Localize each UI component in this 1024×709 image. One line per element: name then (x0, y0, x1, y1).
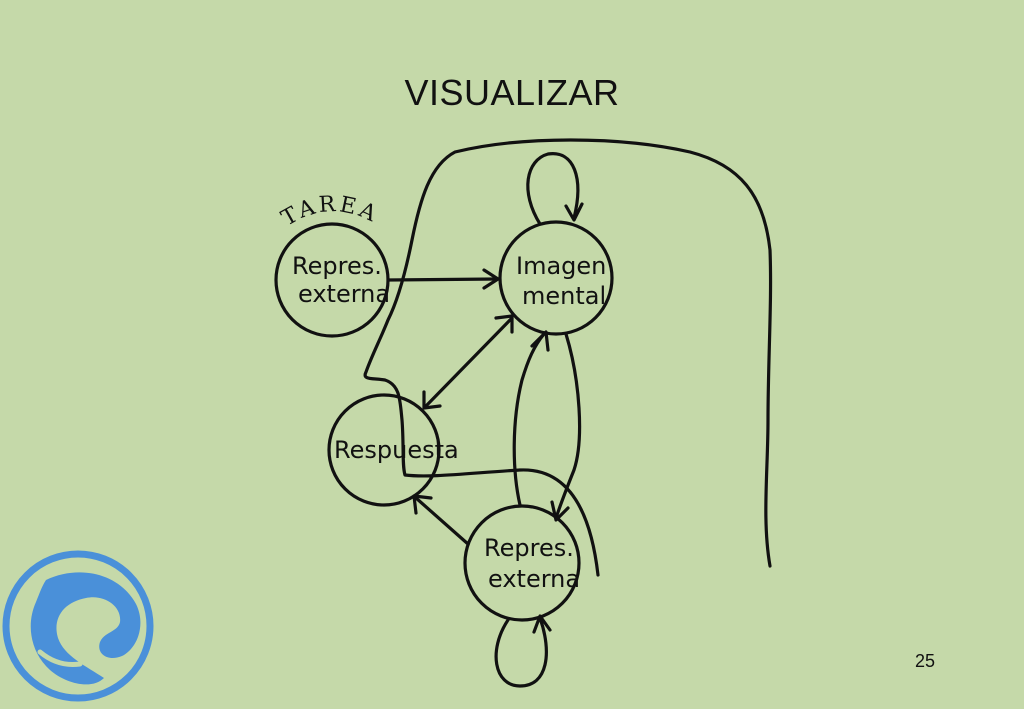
node-circle-mental-image (498, 220, 614, 336)
self-loop-mental-image (526, 152, 580, 226)
node-label-external-rep-bottom-line2: externa (488, 565, 580, 593)
arrow-external-bottom-to-response (414, 496, 470, 546)
logo-ring-icon (2, 550, 154, 702)
arrowhead-to-external-bottom (550, 500, 570, 522)
node-circle-external-rep-bottom (463, 504, 581, 622)
arrowhead-toward-mental (494, 314, 514, 334)
page-number: 25 (914, 651, 936, 671)
logo-inner-swirl-icon (70, 615, 103, 648)
node-label-external-rep-top-line2: externa (298, 280, 390, 308)
node-label-external-rep-bottom-line1: Repres. (484, 534, 574, 562)
circular-swirl-logo-icon (30, 572, 141, 685)
arrowhead-toward-response (422, 390, 442, 410)
arrow-mental-to-external-bottom (554, 332, 582, 520)
arrow-external-bottom-to-mental (512, 332, 546, 507)
organization-logo (2, 550, 154, 702)
slide-title: VISUALIZAR (404, 72, 620, 113)
arrow-mental-response (424, 316, 514, 408)
arrowhead-to-mental (530, 330, 550, 352)
node-label-mental-image-line1: Imagen (516, 252, 606, 280)
node-label-mental-image-line2: mental (522, 282, 606, 310)
head-profile-outline (363, 138, 773, 577)
arrow-external-top-to-mental (386, 277, 499, 282)
logo-tail-icon (37, 649, 83, 667)
arrowhead-self-loop-external-bottom (532, 614, 552, 634)
arrowhead-external-top-to-mental (482, 268, 500, 290)
self-loop-external-bottom (494, 616, 548, 688)
arrowhead-self-loop-mental (564, 202, 584, 222)
node-label-response: Respuesta (334, 436, 459, 464)
node-circle-response (327, 393, 441, 507)
arrowhead-to-response (412, 494, 433, 515)
node-label-external-rep-top-line1: Repres. (292, 252, 382, 280)
